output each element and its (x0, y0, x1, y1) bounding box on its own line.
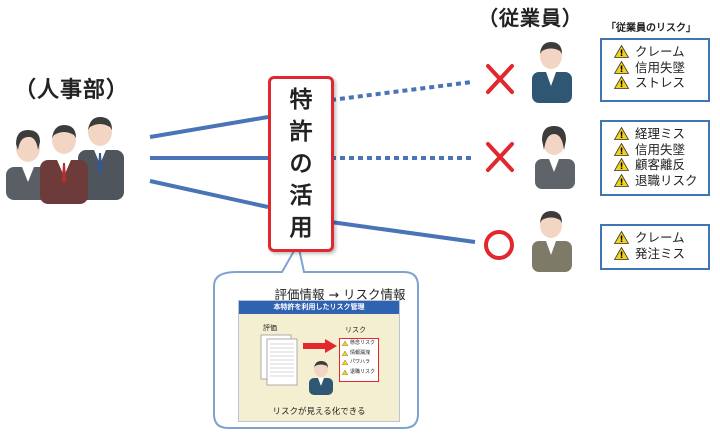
risk-item: !経理ミス (614, 126, 708, 142)
patent-char: 用 (289, 215, 313, 241)
evaluation-sheet-icon (260, 334, 298, 386)
svg-text:!: ! (619, 235, 623, 244)
svg-text:!: ! (619, 251, 623, 260)
hr-to-patent-lines (149, 115, 269, 209)
warning-icon: ! (614, 60, 629, 74)
hr-people-icon (6, 117, 124, 204)
risk-item: !クレーム (614, 230, 708, 246)
warning-icon (342, 350, 348, 356)
risk-management-title: 本特許を利用したリスク管理 (239, 301, 399, 314)
warning-icon (342, 360, 348, 366)
svg-text:!: ! (619, 162, 623, 171)
patent-to-employee-solid-line (330, 220, 476, 244)
patent-char: の (289, 151, 313, 177)
risk-item: !信用失墜 (614, 142, 708, 158)
employee-2-risk-box: !経理ミス !信用失墜 !顧客離反 !退職リスク (600, 120, 710, 196)
red-arrow-icon (303, 339, 337, 353)
risk-item: !ストレス (614, 75, 708, 91)
warning-icon: ! (614, 142, 629, 156)
warning-icon: ! (614, 231, 629, 244)
risk-item: !信用失墜 (614, 60, 708, 76)
patent-char: 活 (289, 183, 313, 209)
risk-management-panel: 本特許を利用したリスク管理 評価 リスク 懸念リスク 情報漏洩 パワハラ 退職リ… (238, 300, 400, 422)
circle-mark-icon (484, 230, 514, 260)
employee-mini-icon (309, 361, 333, 395)
risk-item: !退職リスク (614, 173, 708, 189)
employee-3-risk-box: !クレーム !発注ミス (600, 224, 710, 270)
warning-icon: ! (614, 76, 629, 89)
mini-risk-item: 情報漏洩 (350, 349, 371, 356)
mini-risk-item: 退職リスク (350, 368, 376, 375)
patent-char: 許 (289, 119, 313, 145)
employee-1-risk-box: !クレーム !信用失墜 !ストレス (600, 38, 710, 102)
warning-icon: ! (614, 127, 629, 140)
svg-text:!: ! (619, 65, 623, 74)
patent-utilization-box: 特 許 の 活 用 (268, 76, 334, 252)
eval-label: 評価 (263, 324, 277, 332)
svg-text:!: ! (619, 49, 623, 58)
visualization-caption: リスクが見える化できる (272, 407, 366, 417)
warning-icon: ! (614, 45, 629, 58)
bubble-title: 評価情報 → リスク情報 (274, 287, 406, 302)
warning-icon (342, 341, 348, 347)
svg-text:!: ! (619, 80, 623, 89)
mini-risk-item: パワハラ (350, 359, 370, 366)
mini-risk-item: 懸念リスク (350, 340, 376, 346)
risk-item: !顧客離反 (614, 157, 708, 173)
patent-to-employee-dotted-lines (330, 80, 473, 160)
warning-icon: ! (614, 158, 629, 171)
employee-1-icon (532, 42, 572, 103)
employee-2-icon (535, 126, 575, 189)
patent-char: 特 (289, 87, 313, 113)
employee-risk-header: 「従業員のリスク」 (606, 23, 696, 34)
warning-icon: ! (614, 246, 629, 260)
svg-text:!: ! (619, 147, 623, 156)
cross-mark-icon (486, 64, 514, 94)
warning-icon (342, 370, 348, 376)
employee-3-icon (532, 211, 572, 272)
risk-item: !クレーム (614, 44, 708, 60)
svg-text:!: ! (619, 178, 623, 187)
warning-icon: ! (614, 174, 629, 187)
svg-text:!: ! (619, 131, 623, 140)
cross-mark-icon (486, 142, 514, 172)
risk-label: リスク (345, 326, 366, 334)
employees-label: （従業員） (478, 6, 583, 30)
mini-risk-box: 懸念リスク 情報漏洩 パワハラ 退職リスク (339, 338, 379, 382)
hr-department-label: （人事部） (14, 78, 130, 103)
risk-item: !発注ミス (614, 246, 708, 262)
